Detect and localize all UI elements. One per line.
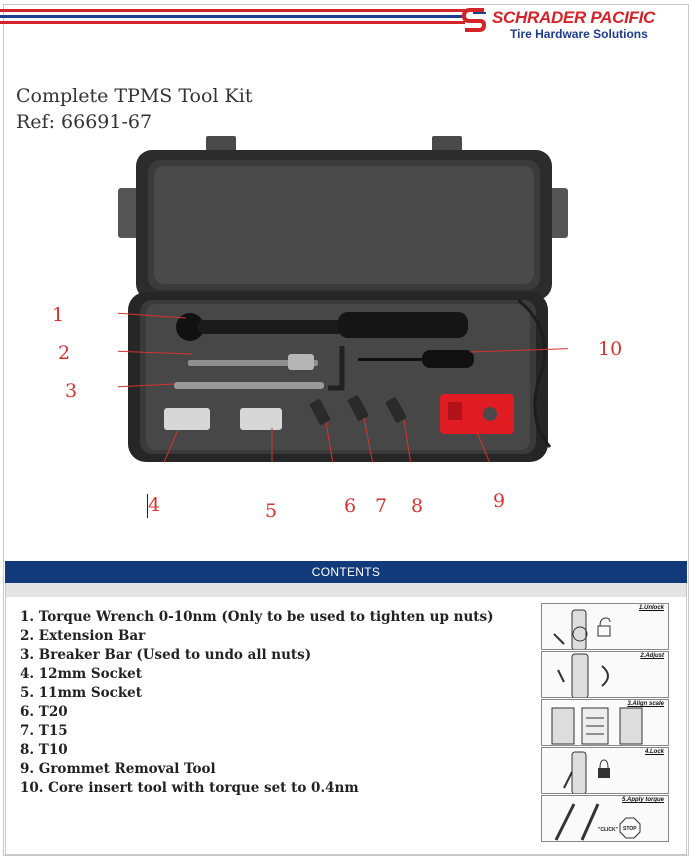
list-item: 8. T10 (20, 742, 68, 758)
text-cursor (147, 494, 148, 518)
align-scale-illustration-icon (551, 707, 643, 745)
step-label: 5.Apply torque (621, 797, 664, 803)
title-line-ref: Ref: 66691-67 (16, 111, 153, 133)
apply-torque-illustration-icon (554, 803, 641, 841)
adjust-illustration-icon (557, 653, 609, 697)
list-item: 5. 11mm Socket (20, 685, 143, 701)
callout-8: 8 (411, 495, 424, 517)
list-item: 4. 12mm Socket (20, 666, 143, 682)
lock-illustration-icon (563, 751, 610, 793)
step-align-scale: 3.Align scale (541, 699, 669, 746)
stop-label: STOP (623, 826, 637, 832)
step-unlock: 1.Unlock (541, 603, 669, 650)
callout-5: 5 (265, 500, 278, 522)
contents-list: 1. Torque Wrench 0-10nm (Only to be used… (20, 608, 494, 798)
schrader-s-mark-icon (462, 8, 487, 32)
step-label: 1.Unlock (638, 605, 664, 611)
callout-4: 4 (148, 494, 161, 516)
page-title: Complete TPMS Tool Kit Ref: 66691-67 (16, 83, 252, 135)
title-line-product: Complete TPMS Tool Kit (16, 85, 253, 107)
brand-name: SCHRADER PACIFIC (492, 8, 656, 27)
step-label: 2.Adjust (640, 653, 664, 659)
list-item: 3. Breaker Bar (Used to undo all nuts) (20, 647, 312, 663)
list-item: 2. Extension Bar (20, 628, 146, 644)
callout-9: 9 (493, 490, 506, 512)
unlock-illustration-icon (553, 609, 611, 649)
header-stripes (0, 9, 465, 27)
callout-2: 2 (58, 342, 71, 364)
tool-kit-photo (118, 136, 568, 462)
step-adjust: 2.Adjust (541, 651, 669, 698)
callout-10: 10 (598, 338, 623, 360)
contents-panel (5, 597, 687, 855)
step-lock: 4.Lock (541, 747, 669, 794)
list-item: 10. Core insert tool with torque set to … (20, 780, 359, 796)
list-item: 1. Torque Wrench 0-10nm (Only to be used… (20, 609, 494, 625)
list-item: 6. T20 (20, 704, 68, 720)
step-label: 3.Align scale (627, 701, 664, 707)
brand-tagline: Tire Hardware Solutions (510, 27, 648, 41)
contents-subbar (5, 583, 687, 597)
callout-7: 7 (375, 495, 388, 517)
step-label: 4.Lock (644, 749, 664, 755)
list-item: 7. T15 (20, 723, 68, 739)
torque-instructions: 1.Unlock 2.Adjust 3.Align scale 4.Lock (541, 603, 669, 843)
contents-heading: CONTENTS (5, 561, 687, 583)
callout-3: 3 (65, 380, 78, 402)
callout-1: 1 (52, 304, 65, 326)
schrader-logo: SCHRADER PACIFIC Tire Hardware Solutions (462, 6, 684, 46)
list-item: 9. Grommet Removal Tool (20, 761, 216, 777)
page-border (3, 4, 689, 856)
callout-6: 6 (344, 495, 357, 517)
click-label: "CLICK" (598, 827, 619, 833)
step-apply-torque: 5.Apply torque "CLICK" STOP (541, 795, 669, 842)
